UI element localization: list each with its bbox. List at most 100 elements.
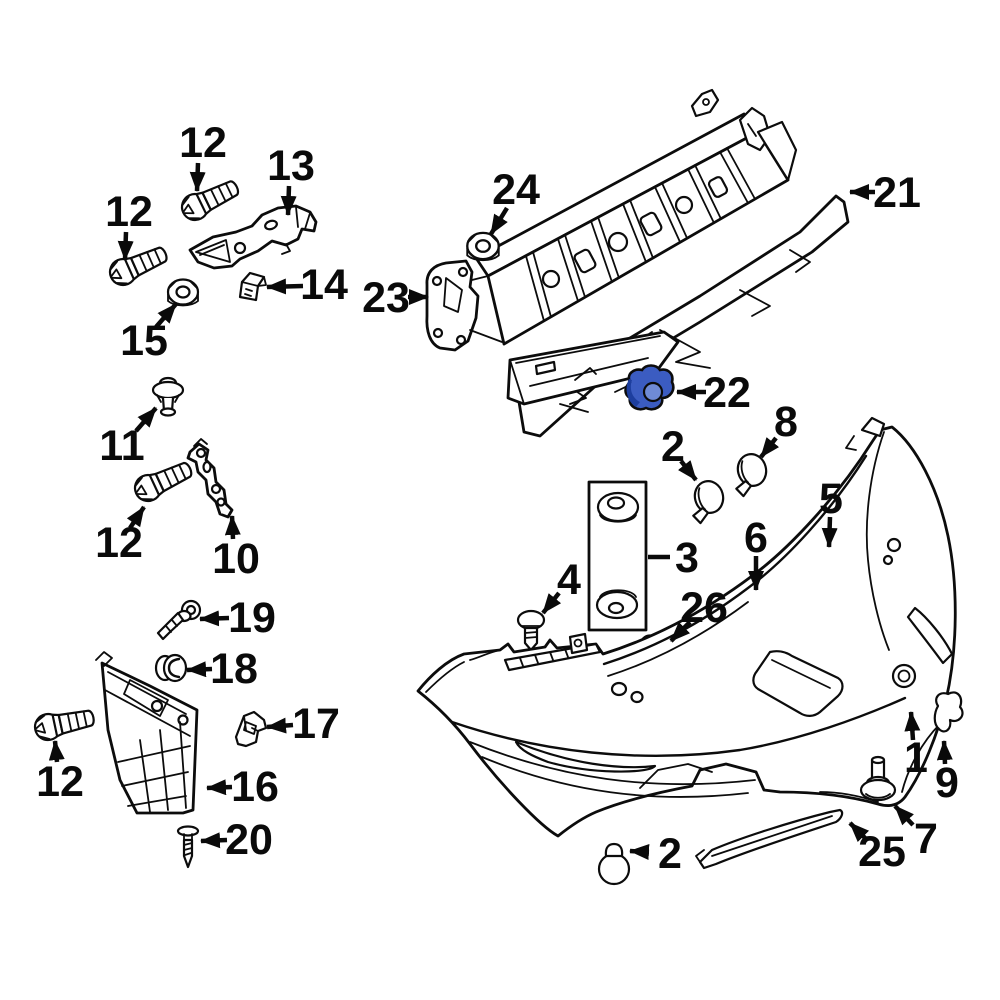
part-15-nut (166, 278, 200, 307)
callout-label: 24 (492, 166, 540, 214)
callout-17-21: 17 (266, 700, 340, 748)
callout-12-23: 12 (36, 740, 84, 806)
leader-line (904, 711, 921, 741)
callout-10-18: 10 (212, 515, 260, 583)
callout-label: 13 (267, 142, 315, 190)
part-23-impact-bar (425, 88, 798, 352)
callout-22-8: 22 (676, 369, 751, 417)
callout-label: 6 (744, 514, 768, 562)
leader-line (199, 610, 230, 627)
part-8-clip (727, 449, 773, 499)
callout-2-29: 2 (629, 830, 682, 878)
callout-24-5: 24 (489, 166, 540, 236)
callout-12-0: 12 (179, 119, 227, 192)
callout-label: 8 (774, 398, 798, 446)
callout-label: 22 (703, 369, 751, 417)
leader-line (629, 844, 650, 860)
part-14-retainer-clip (238, 271, 267, 302)
callout-label: 12 (36, 758, 84, 806)
callout-label: 16 (231, 763, 279, 811)
callout-15-4: 15 (120, 302, 178, 365)
retainer-hole (642, 381, 664, 403)
callout-label: 12 (95, 519, 143, 567)
part-3-bracket-plate (587, 480, 648, 632)
callout-1-25: 1 (904, 711, 928, 782)
callout-label: 1 (904, 734, 928, 782)
part-10-side-bracket (186, 438, 234, 519)
part-19-screw-rivet (156, 599, 202, 641)
callout-13-1: 13 (267, 142, 315, 216)
callout-label: 10 (212, 535, 260, 583)
callout-4-14: 4 (541, 556, 581, 615)
callout-label: 2 (661, 423, 685, 471)
part-9-cover-piece (933, 691, 964, 733)
leader-line (669, 620, 692, 643)
leader-line (224, 515, 241, 540)
leader-line (126, 505, 146, 530)
callout-11-16: 11 (99, 406, 158, 470)
leader-line (266, 278, 304, 295)
callout-12-2: 12 (105, 188, 153, 261)
callout-label: 4 (557, 556, 581, 604)
callout-26-15: 26 (669, 584, 728, 643)
callout-label: 14 (300, 261, 348, 309)
leader-line (541, 591, 562, 615)
callout-5-12: 5 (819, 475, 843, 548)
part-12-bolt-b (104, 240, 172, 291)
callout-label: 18 (210, 645, 258, 693)
part-13-side-bracket (188, 204, 318, 270)
callout-14-3: 14 (266, 261, 348, 309)
part-2-clip-lower (597, 842, 631, 886)
callout-21-7: 21 (849, 169, 921, 217)
leader-line (677, 459, 698, 482)
callout-6-13: 6 (744, 514, 768, 591)
callout-label: 23 (362, 274, 410, 322)
leader-line (280, 185, 297, 216)
callout-label: 2 (658, 830, 682, 878)
callout-label: 5 (819, 475, 843, 523)
callout-label: 20 (225, 816, 273, 864)
callout-label: 12 (105, 188, 153, 236)
part-2-clip-upper (684, 476, 730, 526)
part-11-push-rivet (151, 376, 185, 417)
callout-12-17: 12 (95, 505, 146, 567)
callout-19-19: 19 (199, 594, 276, 642)
leader-line (821, 516, 838, 548)
leader-line (489, 206, 509, 236)
part-25-reflector (695, 808, 844, 870)
leader-line (189, 162, 206, 192)
part-24-nut (466, 231, 500, 262)
retainer-shade (626, 379, 640, 407)
callout-8-10: 8 (759, 398, 798, 459)
leader-line (134, 406, 158, 433)
callout-label: 12 (179, 119, 227, 167)
callout-7-27: 7 (893, 804, 938, 863)
part-7-grommet-screw (859, 755, 897, 802)
callout-25-28: 25 (848, 821, 906, 876)
callout-2-9: 2 (661, 423, 698, 482)
part-20-screw (176, 825, 200, 869)
callout-label: 21 (873, 169, 921, 217)
part-12-bolt-d (31, 703, 98, 744)
part-17-retainer-clip (234, 710, 268, 748)
callout-label: 25 (858, 828, 906, 876)
part-16-lower-bracket (95, 651, 199, 815)
callout-9-26: 9 (935, 740, 959, 807)
part-22-retainer-highlighted (624, 364, 675, 411)
leader-line (154, 302, 178, 329)
leader-line (759, 436, 780, 459)
leader-line (893, 804, 915, 827)
part-12-bolt-a (176, 173, 244, 226)
callout-label: 3 (675, 534, 699, 582)
callout-16-22: 16 (206, 763, 279, 811)
leader-line (266, 717, 294, 734)
leader-line (848, 821, 870, 843)
leader-line (48, 740, 65, 763)
leader-line (206, 779, 233, 796)
callout-label: 19 (228, 594, 276, 642)
callout-label: 15 (120, 317, 168, 365)
leader-line (186, 661, 213, 678)
callout-23-6: 23 (362, 274, 429, 322)
